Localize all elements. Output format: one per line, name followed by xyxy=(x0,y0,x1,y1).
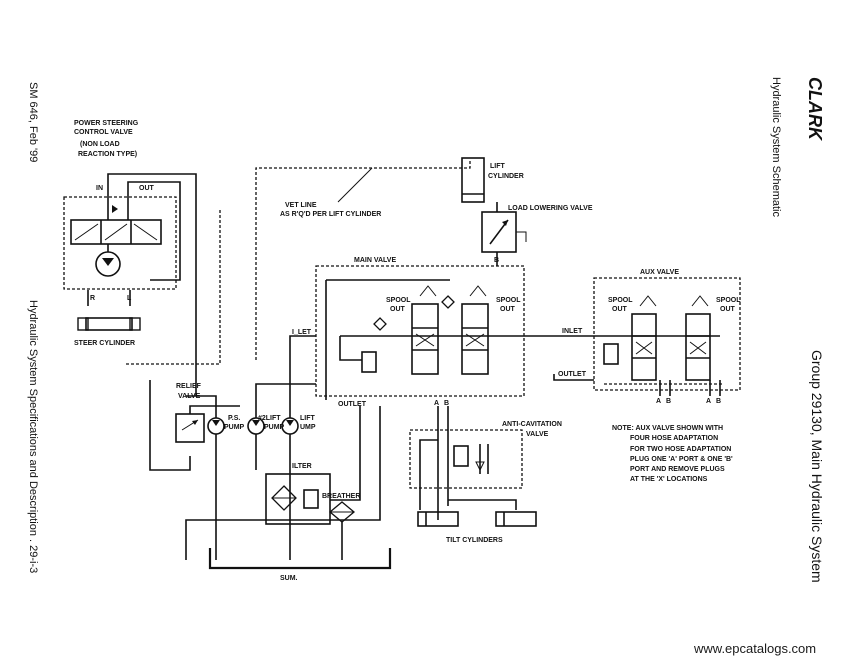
inlet-right-label: INLET xyxy=(562,328,583,335)
ps-pump-label-2: PUMP xyxy=(224,424,245,431)
watermark: www.epcatalogs.com xyxy=(693,641,816,656)
note-line-2: FOUR HOSE ADAPTATION xyxy=(630,435,718,442)
main-a-label: A xyxy=(434,400,439,407)
lift-cylinder: LIFT CYLINDER xyxy=(461,157,524,203)
sump: SUM. xyxy=(208,548,392,582)
psv-out-label: OUT xyxy=(139,185,155,192)
tilt-cylinders-label: TILT CYLINDERS xyxy=(446,537,503,544)
load-lowering-valve: LOAD LOWERING VALVE B xyxy=(481,205,593,264)
lift-pump-label-1: LIFT xyxy=(300,415,315,422)
main-spool-right-1: SPOOL xyxy=(496,297,521,304)
psv-label-3: (NON LOAD xyxy=(80,141,120,148)
filter: ILTER xyxy=(265,463,331,525)
lift-pump: LIFT UMP xyxy=(281,415,316,435)
anti-cav-label-2: VALVE xyxy=(526,431,549,438)
note-line-1: NOTE: AUX VALVE SHOWN WITH xyxy=(612,425,723,432)
breather-label: BREATHER xyxy=(322,493,360,500)
load-lowering-label: LOAD LOWERING VALVE xyxy=(508,205,593,212)
aux-spool-left-2: OUT xyxy=(612,306,628,313)
aux-b2-label: B xyxy=(716,398,721,405)
inlet-left-label: I_LET xyxy=(292,329,312,336)
aux-spool-right-2: OUT xyxy=(720,306,736,313)
aux-a2-label: A xyxy=(706,398,711,405)
psv-label-1: POWER STEERING xyxy=(74,120,139,127)
clark-logo: CLARK xyxy=(805,77,825,142)
vent-line-note: AS R'Q'D PER LIFT CYLINDER xyxy=(280,211,381,218)
outlet-aux-label: OUTLET xyxy=(558,371,587,378)
lift2-pump-label-2: PUMP xyxy=(264,424,285,431)
relief-valve-label-1: RELIEF xyxy=(176,383,202,390)
tilt-cylinders: TILT CYLINDERS xyxy=(417,511,537,544)
main-spool-right-2: OUT xyxy=(500,306,516,313)
main-b-label: B xyxy=(444,400,449,407)
group-title: Group 29130, Main Hydraulic System xyxy=(809,350,825,583)
note-line-3: FOR TWO HOSE ADAPTATION xyxy=(630,446,731,453)
main-spool-left-2: OUT xyxy=(390,306,406,313)
aux-spool-right-1: SPOOL xyxy=(716,297,741,304)
note-line-4: PLUG ONE 'A' PORT & ONE 'B' xyxy=(630,456,733,463)
lift-cylinder-label-2: CYLINDER xyxy=(488,173,524,180)
aux-a1-label: A xyxy=(656,398,661,405)
main-spool-left-1: SPOOL xyxy=(386,297,411,304)
aux-b1-label: B xyxy=(666,398,671,405)
schematic-subtitle: Hydraulic System Schematic xyxy=(770,77,782,217)
filter-label: ILTER xyxy=(292,463,312,470)
vent-line-label: VET LINE xyxy=(285,202,317,209)
steer-cylinder: STEER CYLINDER xyxy=(74,317,141,347)
lift-pump-label-2: UMP xyxy=(300,424,316,431)
main-valve-label: MAIN VALVE xyxy=(354,257,396,264)
outlet-main-label: OUTLET xyxy=(338,401,367,408)
doc-number: SM 646, Feb '99 xyxy=(27,82,39,162)
ps-pump-label-1: P.S. xyxy=(228,415,240,422)
note-line-5: PORT AND REMOVE PLUGS xyxy=(630,466,725,473)
note-line-6: AT THE 'X' LOCATIONS xyxy=(630,476,708,483)
breather: BREATHER xyxy=(322,493,360,560)
psv-r-label: R xyxy=(90,295,95,302)
anti-cav-label-1: ANTI-CAVITATION xyxy=(502,421,562,428)
psv-in-label: IN xyxy=(96,185,103,192)
power-steering-control-valve: POWER STEERING CONTROL VALVE (NON LOAD R… xyxy=(63,120,177,306)
steer-cylinder-label: STEER CYLINDER xyxy=(74,340,135,347)
relief-valve: RELIEF VALVE xyxy=(175,383,205,443)
aux-valve-note: NOTE: AUX VALVE SHOWN WITH FOUR HOSE ADA… xyxy=(612,425,733,483)
lift-cylinder-label-1: LIFT xyxy=(490,163,505,170)
aux-valve-label: AUX VALVE xyxy=(640,269,679,276)
psv-label-2: CONTROL VALVE xyxy=(74,129,133,136)
anti-cavitation-valve: ANTI-CAVITATION VALVE xyxy=(409,421,562,489)
psv-l-label: L xyxy=(127,295,132,302)
aux-spool-left-1: SPOOL xyxy=(608,297,633,304)
ps-pump: P.S. PUMP xyxy=(207,415,245,435)
aux-valve: AUX VALVE SPOOL OUT SPOOL OUT INLET OUTL… xyxy=(553,269,741,405)
sump-label: SUM. xyxy=(280,575,298,582)
relief-valve-label-2: VALVE xyxy=(178,393,201,400)
main-valve: MAIN VALVE SPOOL OUT SPOOL OUT I_LET OUT… xyxy=(292,257,560,408)
footer-title: Hydraulic System Specifications and Desc… xyxy=(27,300,39,573)
lift2-pump-label-1: #2LIFT xyxy=(258,415,281,422)
psv-label-4: REACTION TYPE) xyxy=(78,151,137,158)
lift2-pump: #2LIFT PUMP xyxy=(247,415,285,435)
